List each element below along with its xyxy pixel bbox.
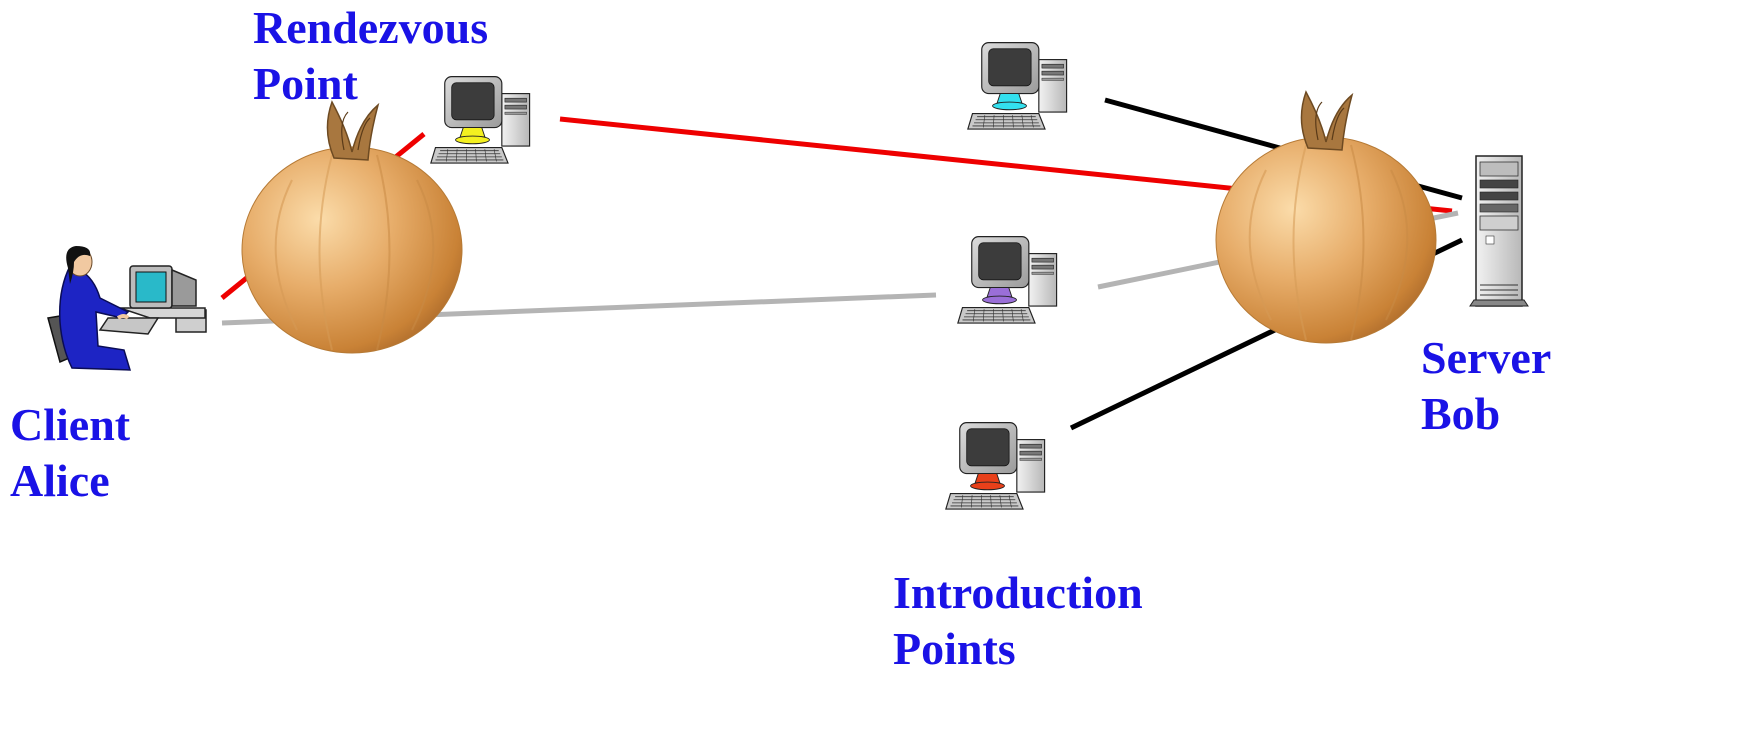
onion-icon — [1215, 91, 1437, 344]
rendezvous-point-label: Rendezvous Point — [253, 0, 488, 112]
introduction-computer-2-icon — [957, 235, 1058, 324]
server-bob-label-line-1: Server — [1421, 332, 1552, 383]
introduction-computer-3-icon — [945, 421, 1046, 510]
server-bob-label-line-2: Bob — [1421, 388, 1501, 439]
introduction-computer-1-icon — [967, 41, 1068, 130]
introduction-points-label-line-1: Introduction — [893, 567, 1143, 618]
server-bob-label: Server Bob — [1421, 330, 1551, 442]
client-alice-label-line-1: Client — [10, 399, 131, 450]
introduction-points-label: Introduction Points — [893, 565, 1143, 677]
rendezvous-point-label-line-1: Rendezvous — [253, 2, 489, 53]
server-tower-icon — [1469, 155, 1529, 307]
introduction-points-label-line-2: Points — [893, 623, 1016, 674]
onion-icon — [241, 101, 463, 354]
client-alice-label-line-2: Alice — [10, 455, 110, 506]
client-alice-label: Client Alice — [10, 397, 130, 509]
person-at-computer-icon — [47, 246, 207, 371]
rendezvous-point-label-line-2: Point — [253, 58, 358, 109]
